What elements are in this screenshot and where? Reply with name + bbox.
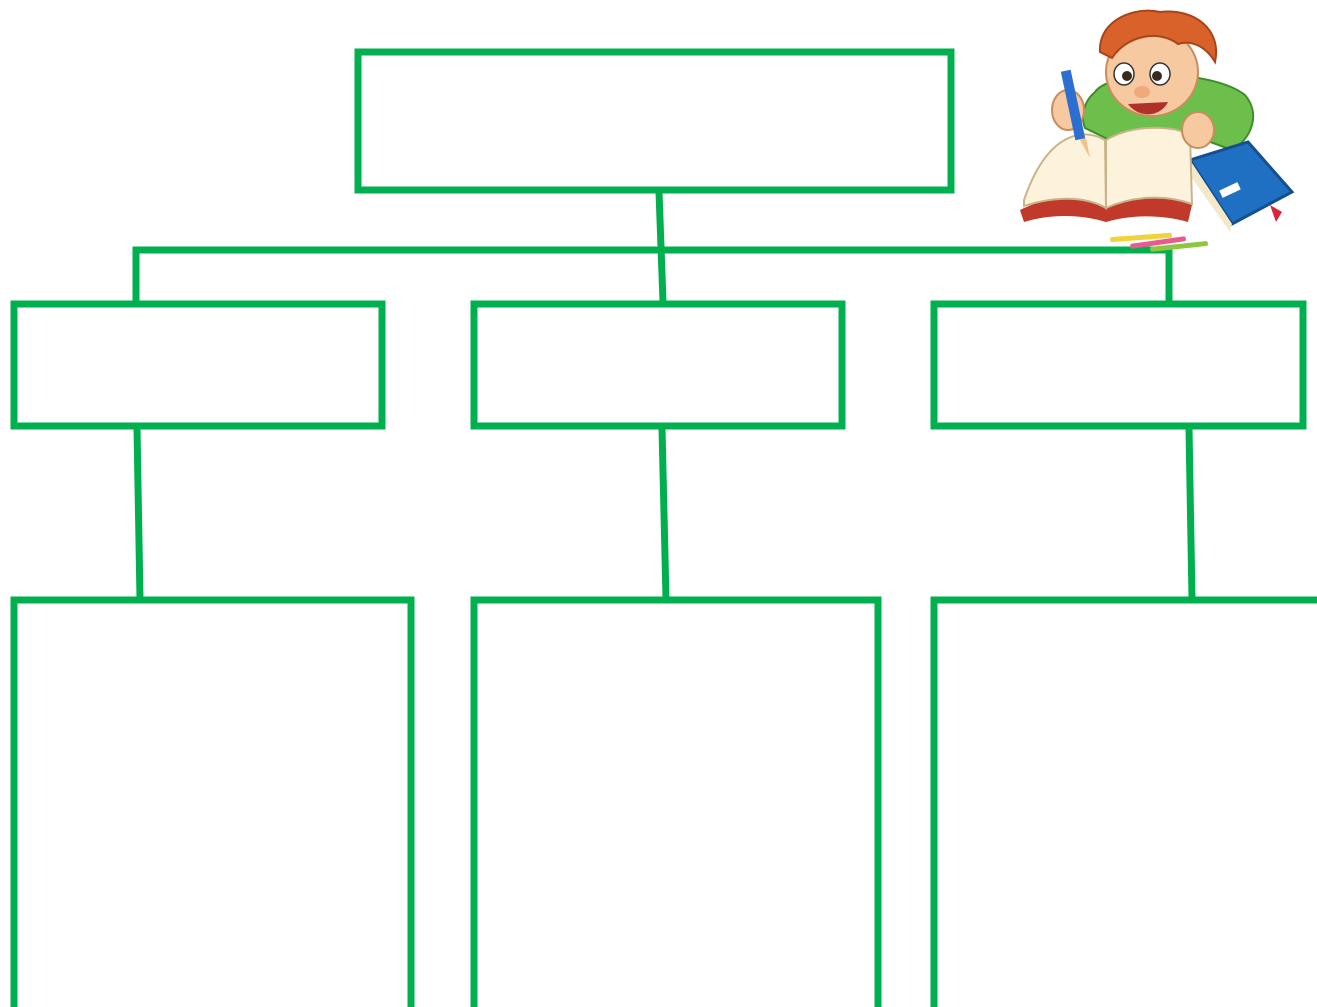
connector-middle-down [662, 428, 666, 599]
root-box [358, 52, 951, 190]
open-notebook-icon [1020, 128, 1192, 222]
level1-middle-box [474, 304, 842, 426]
cartoon-boy-writing-icon [1020, 11, 1292, 252]
level1-right-box [934, 304, 1303, 426]
level2-right-box [934, 600, 1317, 1007]
level1-left-box [14, 304, 382, 426]
level2-left-box [14, 600, 411, 1007]
level2-middle-box [474, 600, 878, 1007]
blue-book-icon [1190, 142, 1292, 232]
connector-horizontal-bar [136, 250, 1169, 302]
connector-left-down [137, 428, 140, 599]
connector-right-down [1189, 428, 1192, 599]
